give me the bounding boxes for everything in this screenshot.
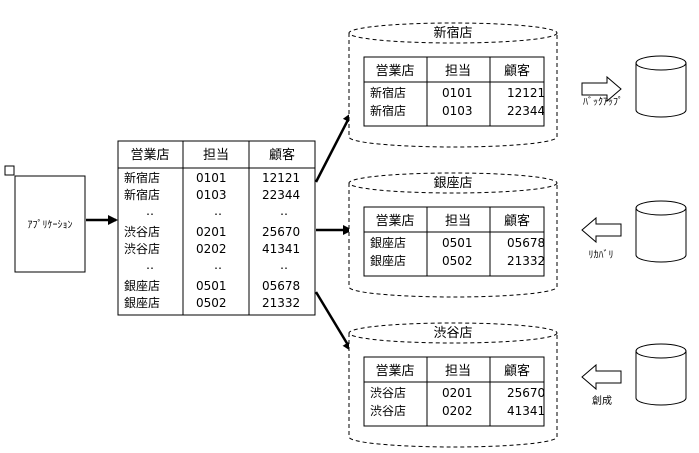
table-cell: 0501 (196, 279, 227, 293)
table-cell: 渋谷店 (370, 386, 406, 400)
table-cell: 0501 (442, 236, 473, 250)
recovery-label: ﾘｶﾊﾞﾘ (589, 249, 614, 261)
table-cell: 0202 (442, 404, 473, 418)
table-cell: 銀座店 (124, 278, 160, 293)
table-cell: 渋谷店 (124, 225, 160, 239)
table-cell: ‥ (280, 258, 288, 272)
table-cell: 0502 (442, 254, 473, 268)
table-cell: ‥ (146, 204, 154, 218)
table-cell: 05678 (262, 279, 300, 293)
table-cell: 12121 (262, 171, 300, 185)
table-cell: 41341 (507, 404, 545, 418)
backup-storage-icon (635, 55, 687, 118)
table-to-shibuya-arrow (314, 291, 353, 352)
table-cell: 25670 (507, 386, 545, 400)
table-cell: 0201 (442, 386, 473, 400)
table-cell: 22344 (507, 104, 545, 118)
table-to-shinjuku-arrow (314, 112, 353, 183)
database-name: 銀座店 (433, 176, 472, 191)
table-cell: 銀座店 (124, 295, 160, 310)
table-cell: ‥ (214, 204, 222, 218)
create-storage-icon (635, 343, 687, 406)
table-cell: ‥ (146, 258, 154, 272)
table-cell: 新宿店 (370, 103, 406, 118)
central-header-customer: 顧客 (269, 147, 295, 163)
db-header-branch: 営業店 (375, 213, 414, 229)
db-header-branch: 営業店 (375, 363, 414, 379)
table-cell: 05678 (507, 236, 545, 250)
db-header-staff: 担当 (445, 64, 471, 79)
table-cell: 0101 (442, 86, 473, 100)
central-header-branch: 営業店 (130, 147, 169, 163)
db-header-customer: 顧客 (504, 213, 530, 229)
table-cell: 41341 (262, 242, 300, 256)
table-cell: ‥ (214, 258, 222, 272)
table-cell: 新宿店 (370, 85, 406, 100)
table-cell: 21332 (507, 254, 545, 268)
table-cell: 0502 (196, 296, 227, 310)
create-arrow-icon (581, 363, 622, 391)
table-cell: 25670 (262, 225, 300, 239)
db-header-staff: 担当 (445, 364, 471, 379)
database-shibuya: 渋谷店 営業店 担当 顧客 渋谷店 0201 25670 渋谷店 0202 41… (348, 322, 558, 448)
table-cell: 銀座店 (370, 235, 406, 250)
table-cell: 渋谷店 (370, 404, 406, 418)
table-cell: 渋谷店 (124, 242, 160, 256)
application-corner-handle (4, 165, 15, 176)
application-box: ｱﾌﾟﾘｹｰｼｮﾝ (4, 165, 86, 273)
table-cell: 12121 (507, 86, 545, 100)
database-shinjuku: 新宿店 営業店 担当 顧客 新宿店 0101 12121 新宿店 0103 22… (348, 22, 558, 148)
db-header-staff: 担当 (445, 214, 471, 229)
table-cell: 0103 (442, 104, 473, 118)
table-cell: 0101 (196, 171, 227, 185)
recovery-storage-icon (635, 200, 687, 263)
create-label: 創成 (592, 395, 612, 407)
backup-label: ﾊﾞｯｸｱｯﾌﾟ (583, 96, 623, 108)
table-cell: 21332 (262, 296, 300, 310)
recovery-arrow-icon (581, 216, 622, 244)
database-ginza: 銀座店 営業店 担当 顧客 銀座店 0501 05678 銀座店 0502 21… (348, 172, 558, 298)
table-cell: 新宿店 (124, 187, 160, 202)
table-cell: 0201 (196, 225, 227, 239)
table-cell: 22344 (262, 188, 300, 202)
db-header-branch: 営業店 (375, 63, 414, 79)
db-header-customer: 顧客 (504, 363, 530, 379)
database-name: 新宿店 (433, 25, 472, 41)
db-header-customer: 顧客 (504, 63, 530, 79)
table-cell: 0202 (196, 242, 227, 256)
database-name: 渋谷店 (433, 326, 472, 341)
central-header-staff: 担当 (203, 148, 229, 163)
table-cell: 新宿店 (124, 170, 160, 185)
backup-arrow-icon (581, 75, 622, 103)
table-cell: ‥ (280, 204, 288, 218)
application-label: ｱﾌﾟﾘｹｰｼｮﾝ (28, 219, 73, 231)
table-cell: 銀座店 (370, 253, 406, 268)
table-cell: 0103 (196, 188, 227, 202)
central-table: 営業店 担当 顧客 新宿店 0101 12121 新宿店 0103 22344 … (117, 140, 316, 316)
